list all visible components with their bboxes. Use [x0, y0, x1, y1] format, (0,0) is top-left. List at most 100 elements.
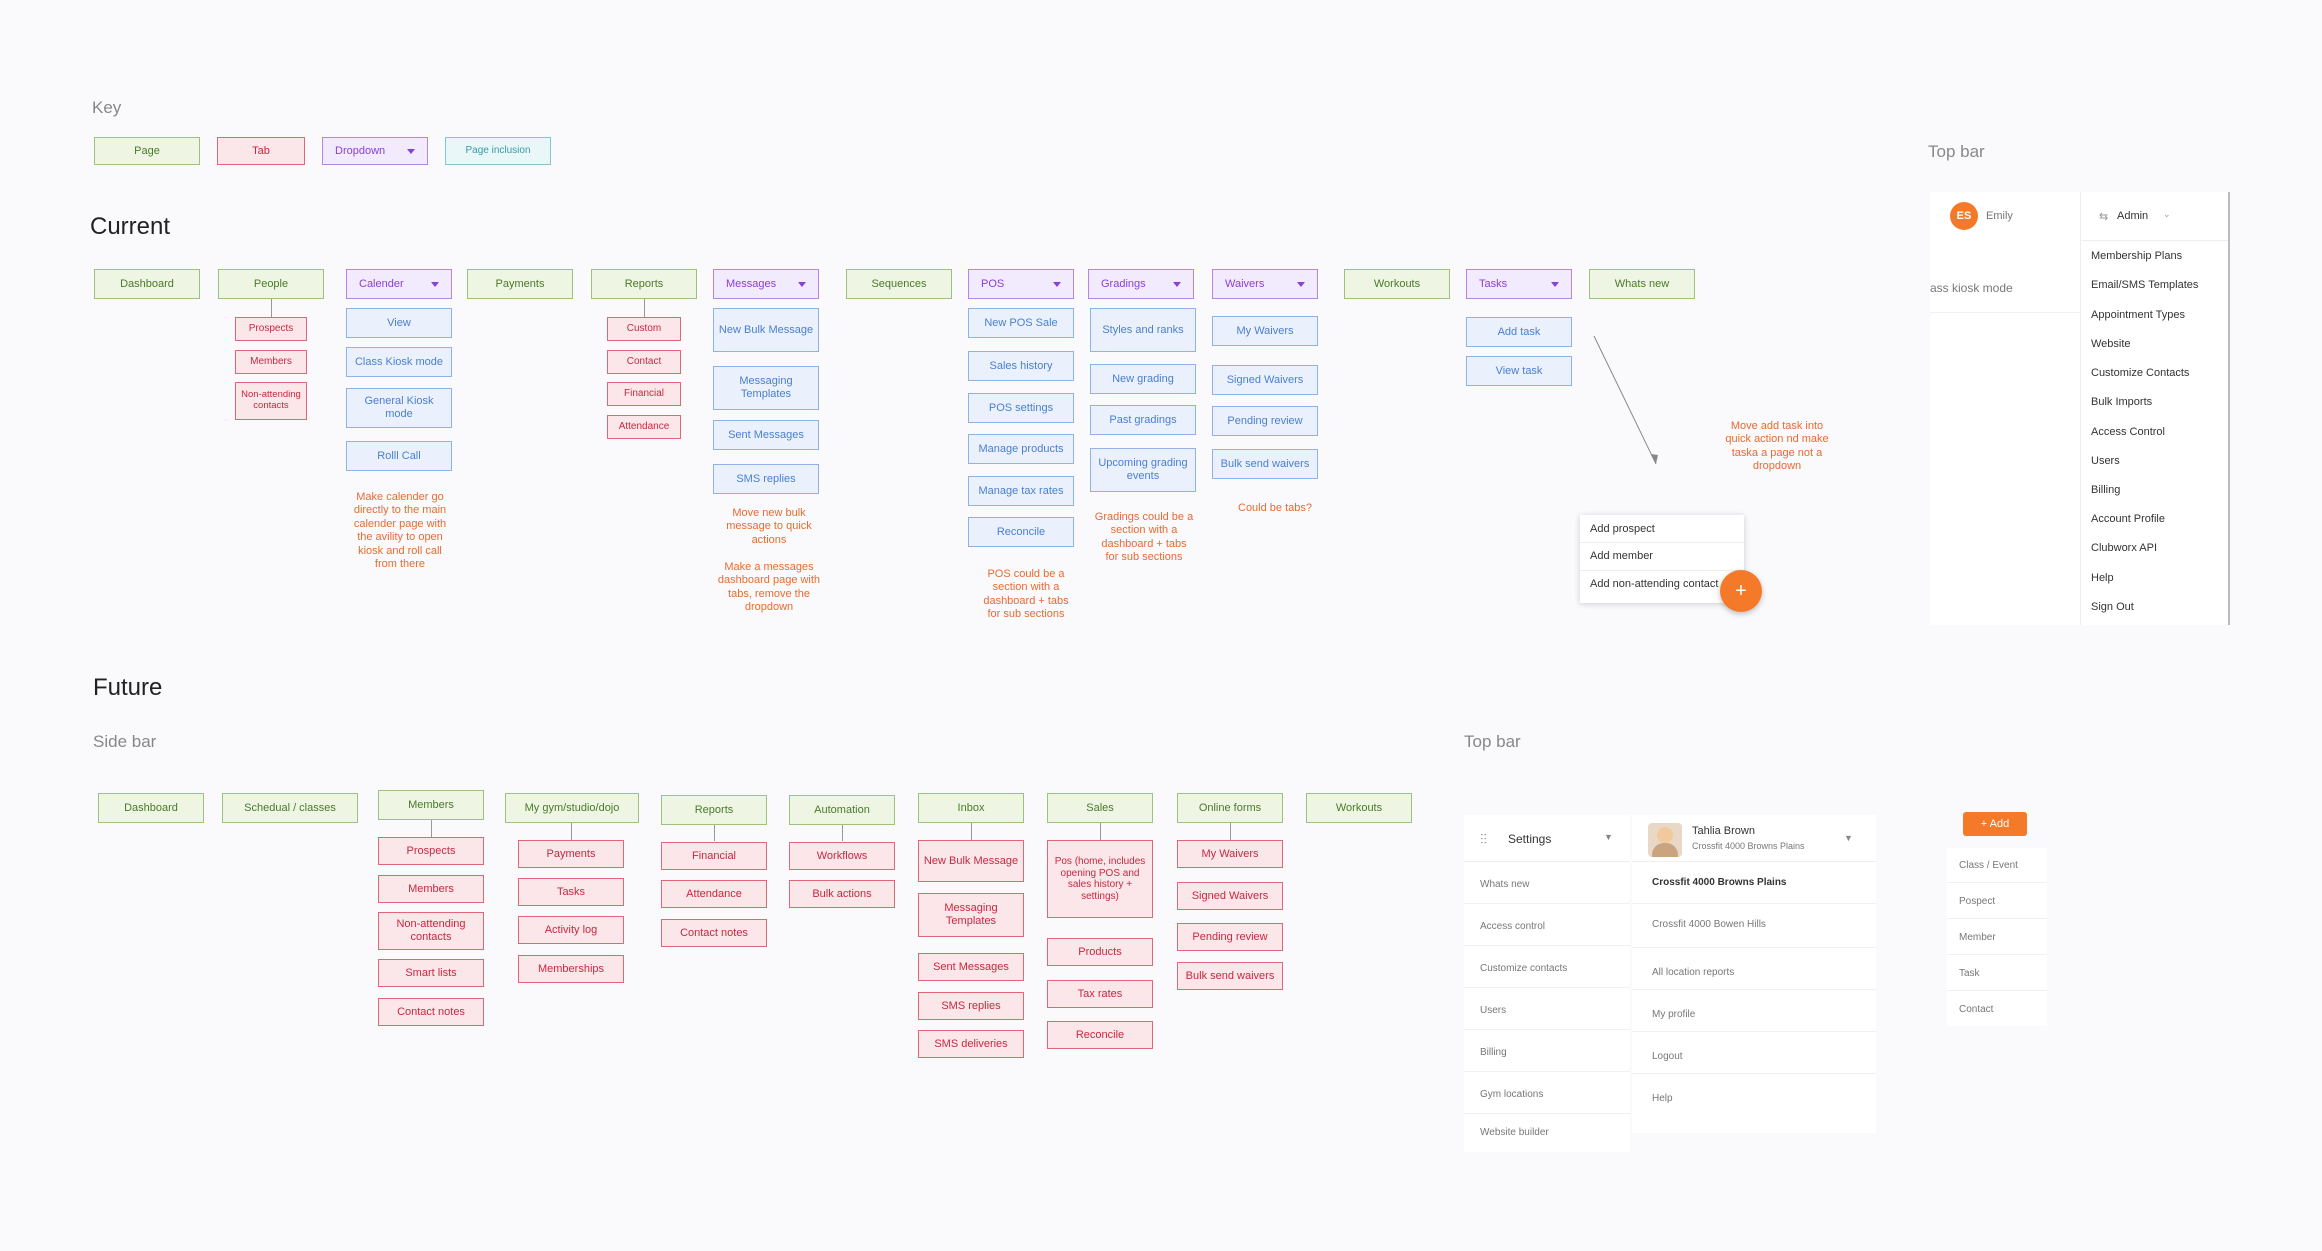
future-forms-my-waivers-tab[interactable]: My Waivers	[1177, 840, 1283, 868]
future-nav-schedual[interactable]: Schedual / classes	[222, 793, 358, 823]
current-reports-financial-tab[interactable]: Financial	[607, 382, 681, 406]
current-nav-people[interactable]: People	[218, 269, 324, 299]
future-inbox-templates-tab[interactable]: Messaging Templates	[918, 893, 1024, 937]
admin-menu-item[interactable]: Appointment Types	[2091, 309, 2185, 321]
location-menu-item[interactable]: Help	[1652, 1093, 1673, 1104]
current-tasks-view[interactable]: View task	[1466, 356, 1572, 386]
add-menu-item[interactable]: Pospect	[1959, 896, 1996, 907]
current-nav-whats-new[interactable]: Whats new	[1589, 269, 1695, 299]
future-forms-pending-tab[interactable]: Pending review	[1177, 923, 1283, 951]
fab-plus-button[interactable]: +	[1720, 570, 1762, 612]
settings-menu-item[interactable]: Website builder	[1480, 1127, 1549, 1138]
add-menu-item[interactable]: Member	[1959, 932, 1996, 943]
current-pos-reconcile[interactable]: Reconcile	[968, 517, 1074, 547]
future-members-prospects-tab[interactable]: Prospects	[378, 837, 484, 865]
current-pos-settings[interactable]: POS settings	[968, 393, 1074, 423]
admin-menu-item[interactable]: Website	[2091, 338, 2131, 350]
add-menu-item[interactable]: Contact	[1959, 1004, 1994, 1015]
quick-action-add-member[interactable]: Add member	[1590, 550, 1653, 562]
admin-menu-item[interactable]: Customize Contacts	[2091, 367, 2190, 379]
future-user-name[interactable]: Tahlia Brown	[1692, 825, 1755, 837]
settings-menu-item[interactable]: Access control	[1480, 921, 1546, 932]
current-waivers-pending[interactable]: Pending review	[1212, 406, 1318, 436]
future-nav-online-forms[interactable]: Online forms	[1177, 793, 1283, 823]
settings-menu-item[interactable]: Gym locations	[1480, 1089, 1544, 1100]
future-inbox-sent-tab[interactable]: Sent Messages	[918, 953, 1024, 981]
current-nav-gradings[interactable]: Gradings	[1088, 269, 1194, 299]
current-people-prospects-tab[interactable]: Prospects	[235, 317, 307, 341]
settings-menu-item[interactable]: Whats new	[1480, 879, 1530, 890]
future-nav-my-gym[interactable]: My gym/studio/dojo	[505, 793, 639, 823]
future-members-members-tab[interactable]: Members	[378, 875, 484, 903]
future-nav-dashboard[interactable]: Dashboard	[98, 793, 204, 823]
current-nav-workouts[interactable]: Workouts	[1344, 269, 1450, 299]
admin-menu-item[interactable]: Clubworx API	[2091, 542, 2158, 554]
future-inbox-sms-deliveries-tab[interactable]: SMS deliveries	[918, 1030, 1024, 1058]
add-menu-item[interactable]: Class / Event	[1959, 860, 2018, 871]
current-user-name[interactable]: Emily	[1986, 210, 2013, 222]
current-pos-sales-history[interactable]: Sales history	[968, 351, 1074, 381]
admin-menu-item[interactable]: Billing	[2091, 484, 2121, 496]
current-pos-manage-products[interactable]: Manage products	[968, 434, 1074, 464]
admin-menu-item[interactable]: Help	[2091, 572, 2114, 584]
avatar[interactable]: ES	[1950, 202, 1978, 230]
location-menu-item[interactable]: My profile	[1652, 1009, 1696, 1020]
current-nav-calender[interactable]: Calender	[346, 269, 452, 299]
future-nav-workouts[interactable]: Workouts	[1306, 793, 1412, 823]
current-nav-payments[interactable]: Payments	[467, 269, 573, 299]
current-nav-tasks[interactable]: Tasks	[1466, 269, 1572, 299]
avatar[interactable]	[1648, 823, 1682, 857]
current-calender-view[interactable]: View	[346, 308, 452, 338]
current-calender-roll-call[interactable]: Rolll Call	[346, 441, 452, 471]
future-members-smart-lists-tab[interactable]: Smart lists	[378, 959, 484, 987]
current-nav-reports[interactable]: Reports	[591, 269, 697, 299]
future-gym-tasks-tab[interactable]: Tasks	[518, 878, 624, 906]
current-nav-waivers[interactable]: Waivers	[1212, 269, 1318, 299]
current-gradings-upcoming[interactable]: Upcoming grading events	[1090, 448, 1196, 492]
future-inbox-new-bulk-tab[interactable]: New Bulk Message	[918, 840, 1024, 882]
location-menu-item[interactable]: All location reports	[1652, 967, 1735, 978]
future-nav-reports[interactable]: Reports	[661, 795, 767, 825]
location-menu-item[interactable]: Crossfit 4000 Bowen Hills	[1652, 919, 1766, 930]
future-members-contact-notes-tab[interactable]: Contact notes	[378, 998, 484, 1026]
current-messages-new-bulk[interactable]: New Bulk Message	[713, 308, 819, 352]
current-nav-pos[interactable]: POS	[968, 269, 1074, 299]
current-messages-sent[interactable]: Sent Messages	[713, 420, 819, 450]
admin-menu-item[interactable]: Sign Out	[2091, 601, 2134, 613]
quick-action-add-non-attending[interactable]: Add non-attending contact	[1590, 578, 1719, 590]
admin-menu-item[interactable]: Access Control	[2091, 426, 2165, 438]
current-pos-manage-tax-rates[interactable]: Manage tax rates	[968, 476, 1074, 506]
settings-menu-item[interactable]: Billing	[1480, 1047, 1507, 1058]
future-inbox-sms-replies-tab[interactable]: SMS replies	[918, 992, 1024, 1020]
future-sales-pos-tab[interactable]: Pos (home, includes opening POS and sale…	[1047, 840, 1153, 918]
future-nav-inbox[interactable]: Inbox	[918, 793, 1024, 823]
admin-dropdown-label[interactable]: Admin	[2117, 210, 2149, 222]
future-forms-bulk-send-tab[interactable]: Bulk send waivers	[1177, 962, 1283, 990]
current-reports-attendance-tab[interactable]: Attendance	[607, 415, 681, 439]
quick-action-add-prospect[interactable]: Add prospect	[1590, 523, 1655, 535]
current-people-members-tab[interactable]: Members	[235, 350, 307, 374]
future-gym-activity-log-tab[interactable]: Activity log	[518, 916, 624, 944]
admin-menu-item[interactable]: Users	[2091, 455, 2120, 467]
location-menu-item[interactable]: Crossfit 4000 Browns Plains	[1652, 877, 1787, 888]
location-menu-item[interactable]: Logout	[1652, 1051, 1683, 1062]
current-gradings-past[interactable]: Past gradings	[1090, 405, 1196, 435]
settings-dropdown-label[interactable]: Settings	[1508, 832, 1552, 846]
current-people-non-attending-tab[interactable]: Non-attending contacts	[235, 382, 307, 420]
admin-menu-item[interactable]: Email/SMS Templates	[2091, 279, 2199, 291]
current-calender-general-kiosk[interactable]: General Kiosk mode	[346, 388, 452, 428]
current-pos-new-sale[interactable]: New POS Sale	[968, 308, 1074, 338]
admin-menu-item[interactable]: Membership Plans	[2091, 250, 2183, 262]
current-waivers-signed[interactable]: Signed Waivers	[1212, 365, 1318, 395]
current-calender-class-kiosk[interactable]: Class Kiosk mode	[346, 347, 452, 377]
current-messages-templates[interactable]: Messaging Templates	[713, 366, 819, 410]
current-tasks-add[interactable]: Add task	[1466, 317, 1572, 347]
current-gradings-new[interactable]: New grading	[1090, 364, 1196, 394]
future-nav-sales[interactable]: Sales	[1047, 793, 1153, 823]
future-sales-tax-rates-tab[interactable]: Tax rates	[1047, 980, 1153, 1008]
current-messages-sms-replies[interactable]: SMS replies	[713, 464, 819, 494]
future-nav-automation[interactable]: Automation	[789, 795, 895, 825]
current-waivers-my[interactable]: My Waivers	[1212, 316, 1318, 346]
future-sales-products-tab[interactable]: Products	[1047, 938, 1153, 966]
future-gym-payments-tab[interactable]: Payments	[518, 840, 624, 868]
